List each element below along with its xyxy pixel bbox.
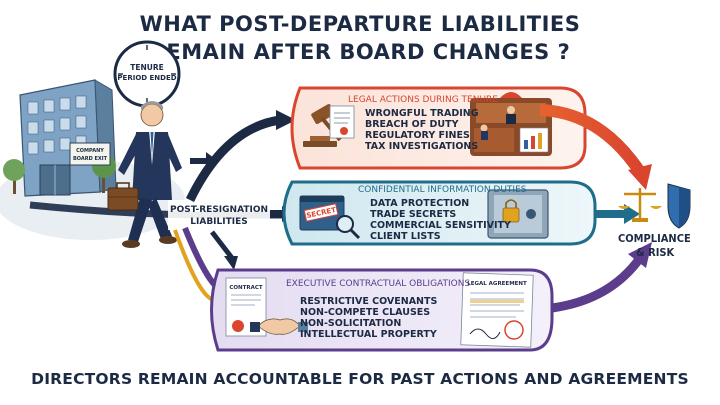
clock-icon: TENURE PERIOD ENDED (113, 40, 181, 108)
svg-text:COMPANY: COMPANY (76, 148, 104, 154)
magnifier-icon (336, 215, 361, 240)
legal-item: TAX INVESTIGATIONS (365, 141, 479, 152)
office-building (19, 79, 117, 197)
safe-icon (487, 189, 549, 239)
confidential-item: DATA PROTECTION (370, 198, 470, 209)
post-resignation-label: POST-RESIGNATION LIABILITIES (168, 200, 270, 230)
contractual-item: INTELLECTUAL PROPERTY (300, 329, 437, 340)
contract-document-icon: CONTRACT (225, 277, 267, 337)
outcome-label-line-2: & RISK (636, 246, 675, 259)
legal-item: WRONGFUL TRADING (365, 108, 479, 119)
shield-icon (667, 183, 691, 229)
flow-to-contractual-gold (173, 229, 216, 302)
title-line-2: REMAIN AFTER BOARD CHANGES ? (149, 40, 571, 64)
contractual-item: NON-SOLICITATION (300, 318, 402, 329)
svg-text:LIABILITIES: LIABILITIES (190, 217, 247, 227)
legal-item: BREACH OF DUTY (365, 119, 459, 130)
flow-arrowhead-legal (276, 110, 296, 130)
contractual-item: RESTRICTIVE COVENANTS (300, 296, 438, 307)
footer-statement: DIRECTORS REMAIN ACCOUNTABLE FOR PAST AC… (31, 370, 689, 388)
panel-contractual-title: EXECUTIVE CONTRACTUAL OBLIGATIONS (286, 279, 471, 289)
confidential-item: COMMERCIAL SENSITIVITY (370, 220, 511, 231)
secret-folder-icon: SECRET (299, 195, 345, 231)
legal-item: REGULATORY FINES (365, 130, 470, 141)
handshake-icon (250, 318, 308, 335)
courtroom-icon (470, 92, 552, 156)
svg-text:POST-RESIGNATION: POST-RESIGNATION (170, 205, 268, 215)
flow-to-outcome-contractual (551, 255, 644, 313)
flow-down-arrowhead (224, 256, 238, 270)
departing-director-figure (118, 101, 182, 248)
svg-text:BOARD EXIT: BOARD EXIT (73, 156, 108, 162)
panel-confidential-title: CONFIDENTIAL INFORMATION DUTIES (358, 185, 527, 195)
panel-legal-title: LEGAL ACTIONS DURING TENURE (348, 95, 498, 105)
scales-of-justice-icon (618, 188, 662, 222)
legal-documents-icon (329, 105, 355, 139)
flow-to-outcome-legal (539, 104, 645, 176)
confidential-item: TRADE SECRETS (370, 209, 457, 220)
svg-text:TENURE: TENURE (130, 63, 164, 72)
flow-arrowhead-outcome-legal (628, 164, 652, 190)
flow-to-legal (185, 115, 281, 202)
legal-agreement-document-icon: LEGAL AGREEMENT (460, 272, 534, 348)
briefcase-icon (107, 182, 139, 211)
flow-arrowhead-outcome-contractual (628, 242, 652, 268)
svg-text:LEGAL AGREEMENT: LEGAL AGREEMENT (467, 281, 527, 287)
flow-down-connector (210, 230, 234, 260)
title-line-1: WHAT POST-DEPARTURE LIABILITIES (139, 12, 581, 36)
confidential-item: CLIENT LISTS (370, 231, 441, 242)
company-board-exit-sign: COMPANY BOARD EXIT (69, 142, 111, 166)
svg-text:CONTRACT: CONTRACT (229, 285, 263, 291)
flow-arrowhead-outcome-confidential (624, 204, 640, 224)
contractual-item: NON-COMPETE CLAUSES (300, 307, 431, 318)
svg-text:PERIOD ENDED: PERIOD ENDED (117, 74, 176, 82)
outcome-label-line-1: COMPLIANCE (618, 232, 691, 245)
